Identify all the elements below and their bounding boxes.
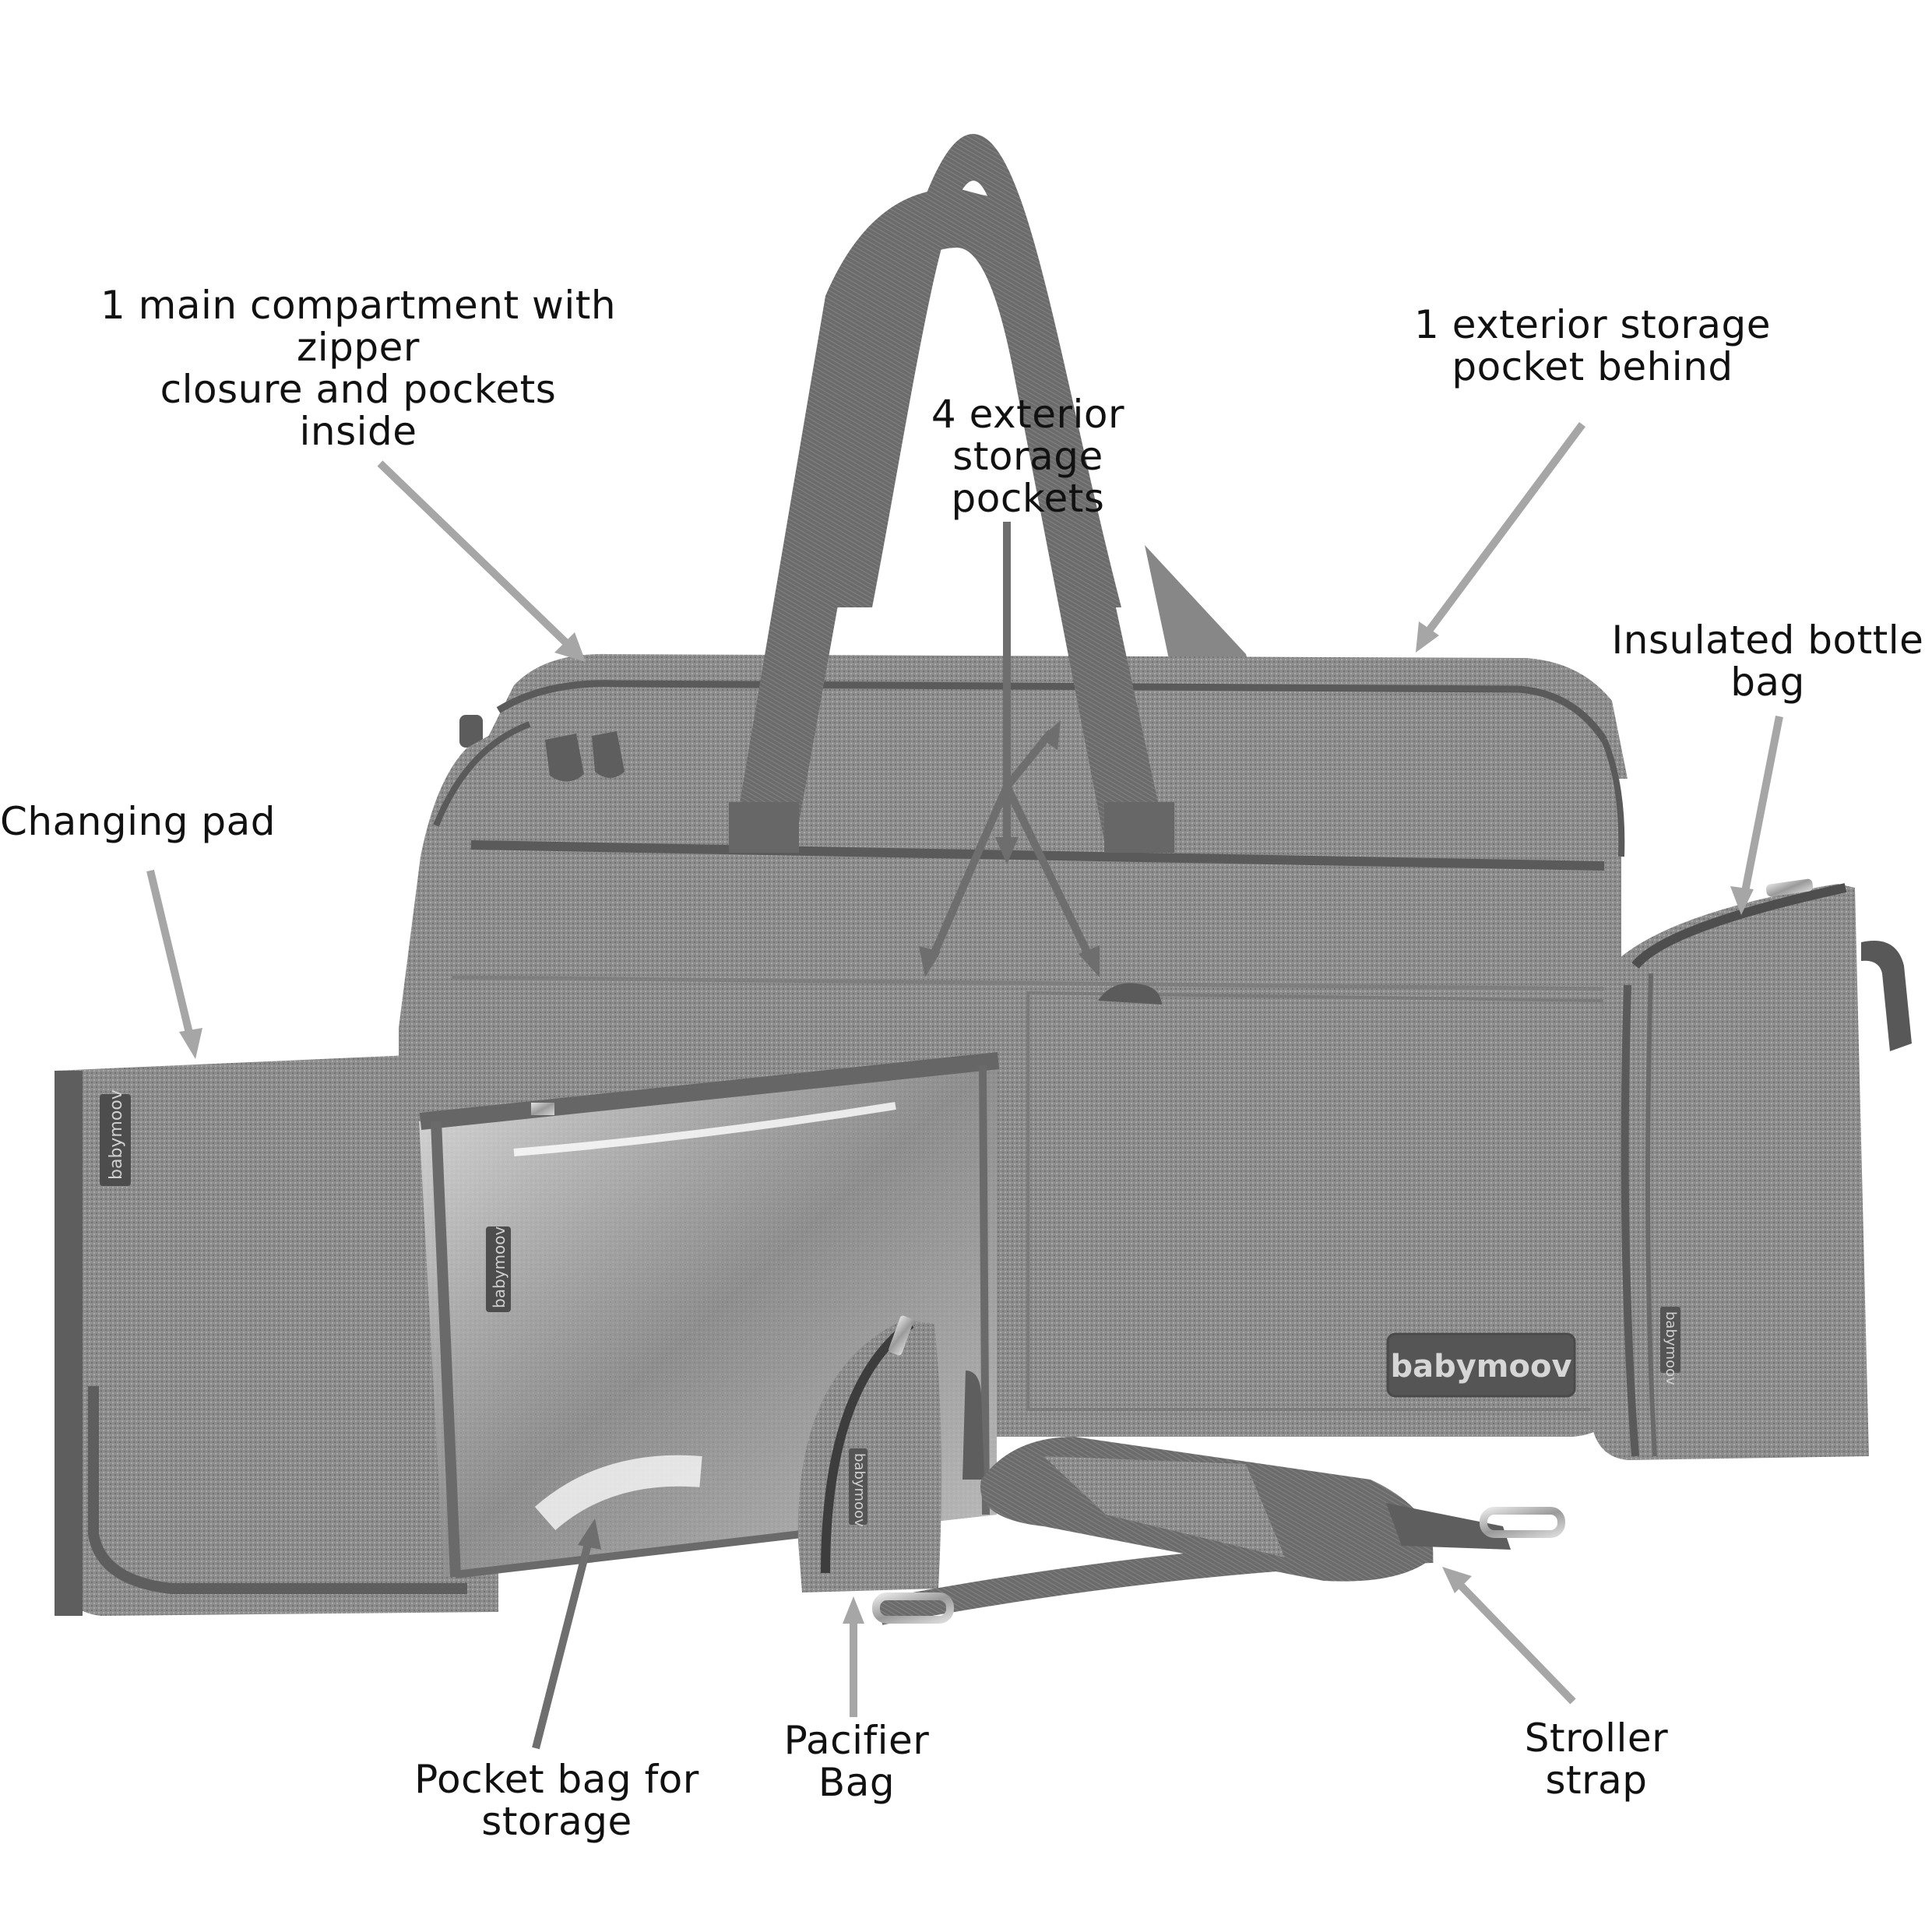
arrow-back-pocket: [1416, 422, 1586, 653]
callout-changing-pad: Changing pad: [0, 799, 276, 844]
arrow-pocket-bag: [532, 1519, 601, 1750]
callout-stroller-strap: Stroller strap: [1524, 1716, 1669, 1803]
arrow-bottle-bag: [1730, 716, 1783, 915]
brand-patch: babymoov: [1386, 1332, 1576, 1398]
callout-main-compartment: 1 main compartment with zipper closure a…: [100, 283, 617, 454]
front-handle: [729, 188, 1174, 853]
callout-bottle-bag: Insulated bottle bag: [1611, 618, 1924, 705]
changing-pad-art: babymoov: [55, 1051, 498, 1616]
arrow-pacifier-bag: [843, 1596, 864, 1717]
arrow-exterior-pockets: [919, 522, 1100, 977]
bottle-bag-art: babymoov: [1589, 878, 1912, 1460]
callout-pacifier-bag: Pacifier Bag: [783, 1718, 930, 1805]
arrow-stroller-strap: [1442, 1567, 1576, 1705]
svg-text:babymoov: babymoov: [1390, 1349, 1571, 1385]
callout-back-pocket: 1 exterior storage pocket behind: [1414, 302, 1771, 389]
arrow-changing-pad: [146, 869, 202, 1059]
svg-text:babymoov: babymoov: [851, 1453, 867, 1527]
pacifier-bag-art: babymoov: [797, 1315, 984, 1592]
stroller-strap-art: [872, 1437, 1565, 1625]
svg-text:babymoov: babymoov: [490, 1226, 509, 1308]
callout-exterior-pockets: 4 exterior storage pockets: [931, 392, 1125, 521]
svg-text:babymoov: babymoov: [107, 1089, 126, 1180]
callout-pocket-bag: Pocket bag for storage: [414, 1757, 699, 1844]
callout-arrows: [146, 422, 1783, 1750]
arrow-main-compartment: [377, 460, 586, 662]
svg-text:babymoov: babymoov: [1663, 1311, 1679, 1385]
